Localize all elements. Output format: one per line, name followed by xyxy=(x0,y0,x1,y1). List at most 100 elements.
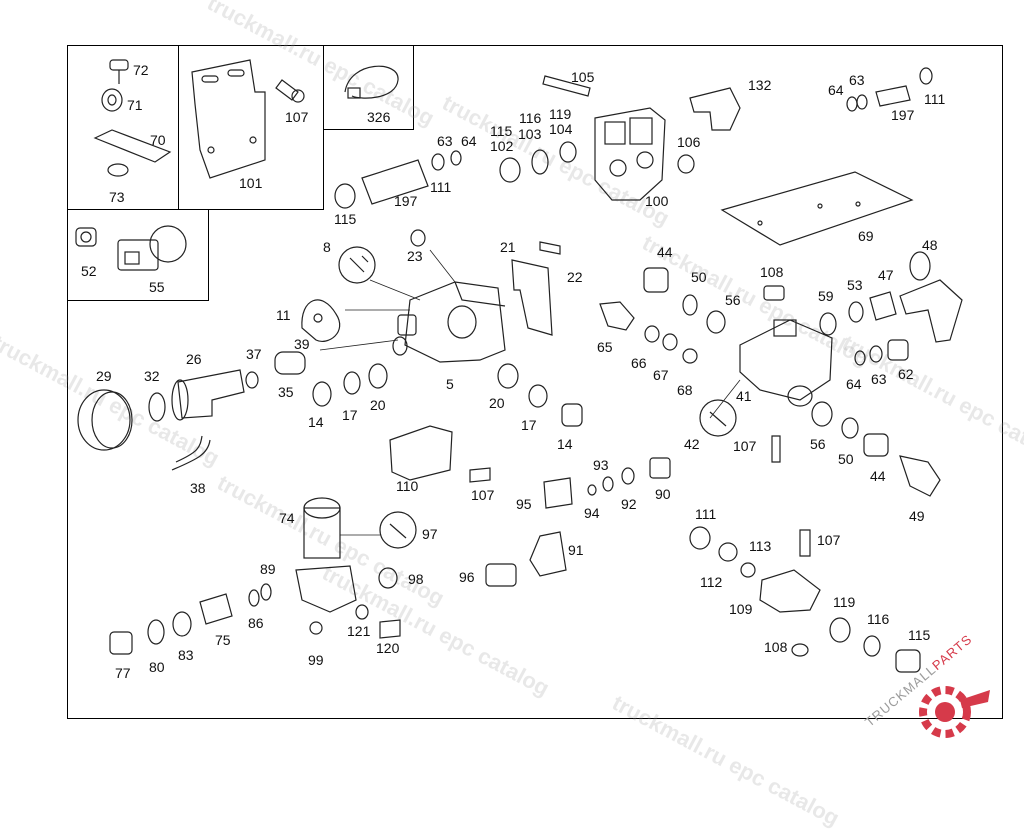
callout-8: 8 xyxy=(323,239,331,255)
callout-119: 119 xyxy=(549,106,572,122)
callout-75: 75 xyxy=(215,632,231,648)
callout-14: 14 xyxy=(557,436,573,452)
callout-120: 120 xyxy=(376,640,400,656)
callout-91: 91 xyxy=(568,542,584,558)
callout-14: 14 xyxy=(308,414,324,430)
callout-38: 38 xyxy=(190,480,206,496)
callout-107: 107 xyxy=(471,487,495,503)
callout-35: 35 xyxy=(278,384,294,400)
callout-101: 101 xyxy=(239,175,263,191)
callout-94: 94 xyxy=(584,505,600,521)
callout-39: 39 xyxy=(294,336,310,352)
callout-42: 42 xyxy=(684,436,700,452)
callout-44: 44 xyxy=(657,244,673,260)
callout-52: 52 xyxy=(81,263,97,279)
callout-71: 71 xyxy=(127,97,143,113)
callout-111: 111 xyxy=(924,91,946,107)
callout-68: 68 xyxy=(677,382,693,398)
callout-115: 115 xyxy=(334,211,357,227)
callout-197: 197 xyxy=(394,193,418,209)
callout-80: 80 xyxy=(149,659,165,675)
callout-56: 56 xyxy=(725,292,741,308)
diagram-frame xyxy=(67,45,1003,719)
callout-93: 93 xyxy=(593,457,609,473)
callout-90: 90 xyxy=(655,486,671,502)
callout-100: 100 xyxy=(645,193,669,209)
callout-121: 121 xyxy=(347,623,371,639)
callout-116: 116 xyxy=(519,110,542,126)
callout-41: 41 xyxy=(736,388,752,404)
callout-64: 64 xyxy=(461,133,477,149)
callout-99: 99 xyxy=(308,652,324,668)
callout-116: 116 xyxy=(867,611,890,627)
callout-22: 22 xyxy=(567,269,583,285)
callout-63: 63 xyxy=(871,371,887,387)
callout-5: 5 xyxy=(446,376,454,392)
callout-97: 97 xyxy=(422,526,438,542)
callout-96: 96 xyxy=(459,569,475,585)
callout-107: 107 xyxy=(817,532,841,548)
callout-74: 74 xyxy=(279,510,295,526)
callout-112: 112 xyxy=(700,574,723,590)
callout-83: 83 xyxy=(178,647,194,663)
callout-70: 70 xyxy=(150,132,166,148)
callout-110: 110 xyxy=(396,478,419,494)
callout-89: 89 xyxy=(260,561,276,577)
callout-111: 111 xyxy=(695,506,717,522)
callout-48: 48 xyxy=(922,237,938,253)
callout-108: 108 xyxy=(760,264,784,280)
callout-29: 29 xyxy=(96,368,112,384)
part-drawings xyxy=(75,59,963,673)
inset-box-tie xyxy=(323,45,414,130)
callout-86: 86 xyxy=(248,615,264,631)
callout-109: 109 xyxy=(729,601,753,617)
callout-115: 115 xyxy=(908,627,931,643)
callout-56: 56 xyxy=(810,436,826,452)
callout-64: 64 xyxy=(828,82,844,98)
callout-67: 67 xyxy=(653,367,669,383)
callout-326: 326 xyxy=(367,109,391,125)
truckmall-gear-logo xyxy=(919,686,990,738)
callout-98: 98 xyxy=(408,571,424,587)
callout-37: 37 xyxy=(246,346,262,362)
callout-23: 23 xyxy=(407,248,423,264)
callout-115: 115 xyxy=(490,123,513,139)
callout-44: 44 xyxy=(870,468,886,484)
callout-108: 108 xyxy=(764,639,788,655)
callout-113: 113 xyxy=(749,538,772,554)
callout-104: 104 xyxy=(549,121,573,137)
callout-102: 102 xyxy=(490,138,514,154)
callout-50: 50 xyxy=(838,451,854,467)
callout-63: 63 xyxy=(437,133,453,149)
callout-63: 63 xyxy=(849,72,865,88)
callout-17: 17 xyxy=(342,407,358,423)
callout-95: 95 xyxy=(516,496,532,512)
callout-72: 72 xyxy=(133,62,149,78)
inset-box-sensor xyxy=(67,209,209,301)
callout-73: 73 xyxy=(109,189,125,205)
callout-11: 11 xyxy=(276,307,291,323)
callout-59: 59 xyxy=(818,288,834,304)
callout-53: 53 xyxy=(847,277,863,293)
callout-69: 69 xyxy=(858,228,874,244)
callout-21: 21 xyxy=(500,239,516,255)
callout-107: 107 xyxy=(733,438,757,454)
callout-55: 55 xyxy=(149,279,165,295)
callout-106: 106 xyxy=(677,134,701,150)
callout-197: 197 xyxy=(891,107,915,123)
callout-49: 49 xyxy=(909,508,925,524)
callout-107: 107 xyxy=(285,109,309,125)
callout-105: 105 xyxy=(571,69,595,85)
callout-47: 47 xyxy=(878,267,894,283)
callout-92: 92 xyxy=(621,496,637,512)
callout-64: 64 xyxy=(846,376,862,392)
callout-65: 65 xyxy=(597,339,613,355)
callout-20: 20 xyxy=(489,395,505,411)
callout-111: 111 xyxy=(430,179,452,195)
callout-50: 50 xyxy=(691,269,707,285)
callout-119: 119 xyxy=(833,594,856,610)
callout-132: 132 xyxy=(748,77,772,93)
callout-62: 62 xyxy=(898,366,914,382)
callout-66: 66 xyxy=(631,355,647,371)
callout-77: 77 xyxy=(115,665,131,681)
